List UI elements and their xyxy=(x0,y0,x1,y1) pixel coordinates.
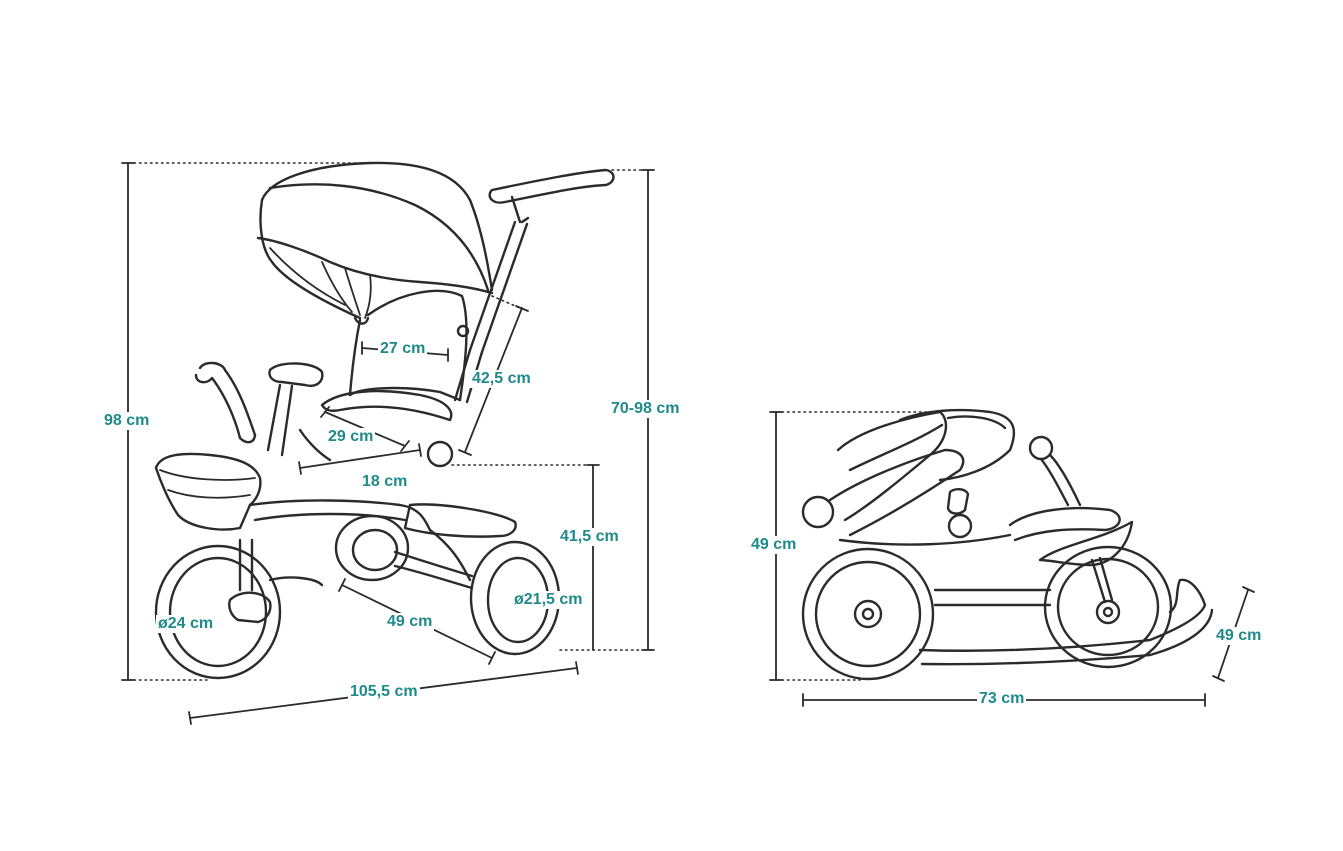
backrest-width-label: 27 cm xyxy=(378,340,428,358)
dimension-lines-folded xyxy=(769,411,1255,707)
tricycle-unfolded-drawing xyxy=(121,161,655,725)
folded-length-label: 73 cm xyxy=(977,690,1027,708)
rear-wheel-diameter-label: ø21,5 cm xyxy=(512,591,585,609)
folded-height-label: 49 cm xyxy=(749,536,799,554)
front-basket xyxy=(154,452,262,531)
total-height-label: 98 cm xyxy=(102,412,152,430)
rear-track-label: 49 cm xyxy=(385,613,435,631)
total-length-label: 105,5 cm xyxy=(348,683,420,701)
push-handle xyxy=(453,168,615,404)
seat xyxy=(403,503,517,538)
front-wheel-diameter-label: ø24 cm xyxy=(156,615,216,633)
dimension-lines-unfolded xyxy=(121,162,655,725)
seat-depth-label: 29 cm xyxy=(326,428,376,446)
folded-wheels xyxy=(801,545,1173,681)
folded-width-label: 49 cm xyxy=(1214,627,1264,645)
folded-seat-back xyxy=(801,435,1054,539)
front-wheel xyxy=(154,538,324,680)
backrest-height-label: 42,5 cm xyxy=(470,370,533,388)
seat-width-label: 18 cm xyxy=(360,473,410,491)
canopy xyxy=(256,161,494,325)
folded-frame xyxy=(838,453,1214,666)
folded-canopy xyxy=(836,408,1015,522)
rear-wheels xyxy=(334,514,561,656)
handle-height-label: 70-98 cm xyxy=(609,400,682,418)
seat-height-label: 41,5 cm xyxy=(558,528,621,546)
tricycle-folded-drawing xyxy=(769,408,1255,707)
handlebar xyxy=(194,361,324,457)
bumper-bar xyxy=(320,389,454,468)
